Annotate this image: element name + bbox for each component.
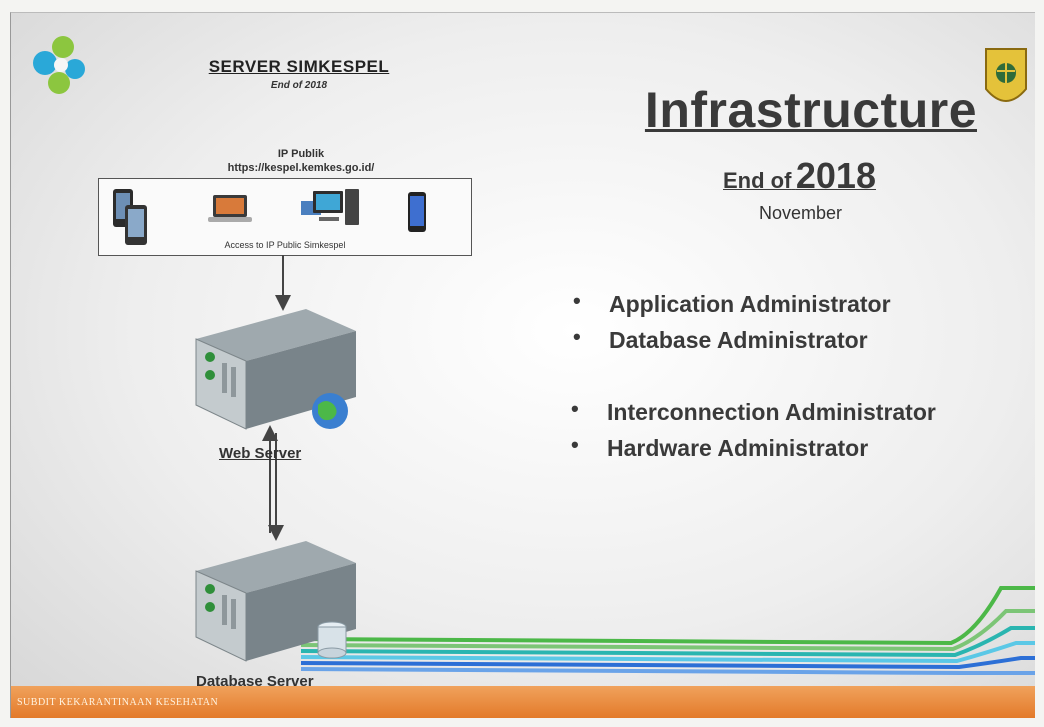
ip-label: IP Publik	[277, 148, 325, 160]
end-of-year: 2018	[795, 155, 876, 196]
laptop-icon	[208, 195, 252, 222]
ip-url: https://kespel.kemkes.go.id/	[227, 162, 375, 174]
emblem-logo	[985, 48, 1027, 102]
bullet-item: • Interconnection Administrator	[571, 396, 936, 435]
smartphone-icon	[408, 192, 426, 232]
bullet-dot-icon: •	[571, 432, 579, 457]
ip-access-caption: Access to IP Public Simkespel	[224, 240, 346, 250]
bullet-text: Interconnection Administrator	[607, 399, 936, 425]
bullet-item: • Hardware Administrator	[571, 432, 936, 471]
web-server-label: Web Server	[219, 445, 302, 462]
server-subtitle: End of 2018	[270, 80, 328, 91]
footer-bar	[11, 686, 1035, 718]
desktop-computer-icon	[301, 189, 359, 225]
ip-public-box: Access to IP Public Simkespel	[98, 178, 472, 256]
bullet-dot-icon: •	[573, 324, 581, 349]
bullet-text: Hardware Administrator	[607, 435, 869, 461]
bullet-dot-icon: •	[573, 288, 581, 313]
database-server-label: Database Server	[196, 673, 314, 690]
database-server-icon	[195, 541, 356, 662]
slide: SERVER SIMKESPEL End of 2018 IP Publik h…	[10, 12, 1035, 718]
kemenkes-logo	[33, 36, 85, 94]
bullet-list-2: • Interconnection Administrator • Hardware…	[571, 396, 936, 471]
bullet-text: Application Administrator	[609, 291, 891, 317]
bullet-list-1: • Application Administrator • Database Adm…	[573, 288, 891, 363]
bullet-item: • Application Administrator	[573, 288, 891, 327]
bullet-text: Database Administrator	[609, 327, 868, 353]
footer-text: SUBDIT KEKARANTINAAN KESEHATAN	[17, 697, 219, 708]
phones-icon	[113, 189, 147, 245]
web-server-icon	[195, 309, 356, 430]
infrastructure-title: Infrastructure	[644, 82, 977, 138]
end-of-prefix: End of	[723, 168, 792, 193]
ip-public-label: IP Publik https://kespel.kemkes.go.id/	[176, 147, 426, 175]
decorative-stripes	[300, 586, 1035, 675]
month-label: November	[759, 203, 843, 223]
bullet-item: • Database Administrator	[573, 324, 891, 363]
end-of-heading: End of 2018	[723, 155, 876, 197]
bullet-dot-icon: •	[571, 396, 579, 421]
connection-arrows	[262, 255, 291, 541]
server-title: SERVER SIMKESPEL	[208, 57, 390, 76]
